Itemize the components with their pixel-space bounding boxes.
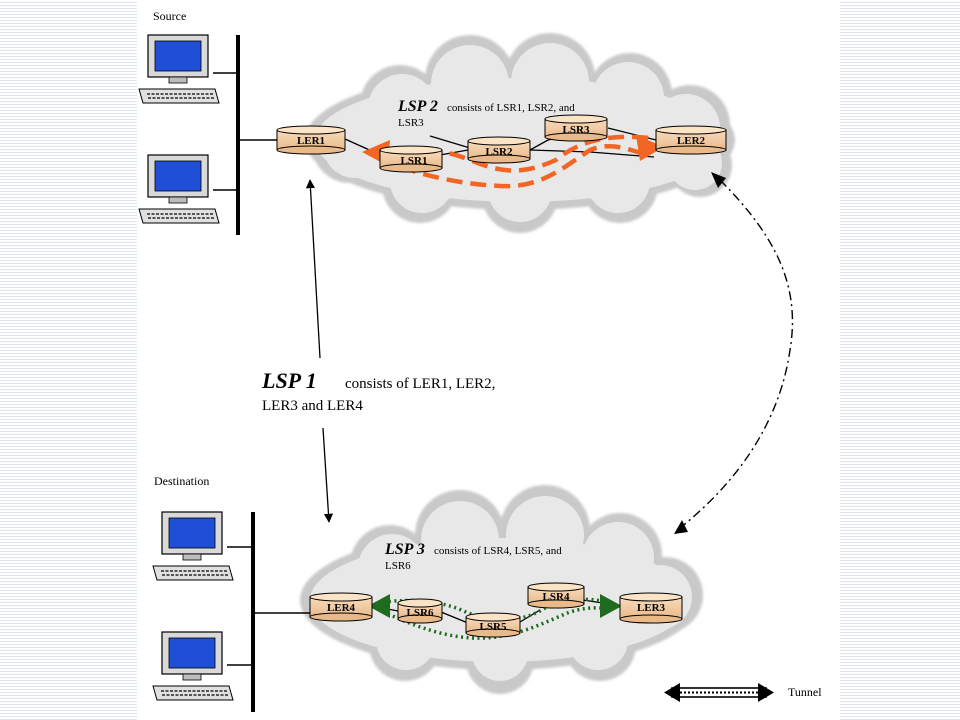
source-computer-1: [138, 34, 220, 104]
destination-label: Destination: [154, 474, 209, 488]
tunnel-legend: Tunnel: [664, 683, 822, 702]
tunnel-arrowhead-bottom: [674, 520, 688, 534]
router-lsr3-label: LSR3: [563, 124, 590, 136]
router-ler3-label: LER3: [637, 602, 666, 614]
bottom-cloud: [300, 485, 703, 694]
router-lsr1: LSR1: [379, 145, 443, 173]
lsp2-line2: LSR3: [398, 117, 424, 129]
router-lsr6: LSR6: [397, 598, 443, 624]
lsp3-arrowhead-right: [600, 594, 622, 618]
source-computer-2: [138, 154, 220, 224]
lsp3-arrowhead-left: [368, 594, 390, 618]
lsp2-arrowhead-right: [636, 135, 664, 161]
router-lsr2: LSR2: [467, 136, 531, 164]
router-ler1-label: LER1: [297, 135, 325, 147]
lsp1-line2: LER3 and LER4: [262, 398, 363, 414]
lsp2-line1: consists of LSR1, LSR2, and: [447, 102, 575, 114]
tunnel-arrowhead-top: [711, 172, 726, 188]
router-ler4-label: LER4: [327, 602, 356, 614]
lsp1-arrow-down: [322, 427, 334, 523]
router-ler2-label: LER2: [677, 135, 706, 147]
lsp3-line1: consists of LSR4, LSR5, and: [434, 545, 562, 557]
router-ler1: LER1: [276, 125, 346, 155]
router-lsr2-label: LSR2: [486, 146, 513, 158]
destination-lan: [227, 512, 310, 712]
lsp3-title: LSP 3: [384, 541, 425, 558]
router-lsr4: LSR4: [527, 582, 585, 609]
destination-computer-1: [152, 511, 234, 581]
router-lsr4-label: LSR4: [543, 591, 570, 603]
destination-computer-2: [152, 631, 234, 701]
lsp1-title: LSP 1: [261, 368, 317, 393]
router-lsr6-label: LSR6: [407, 607, 434, 619]
lsp2-title: LSP 2: [397, 98, 438, 115]
router-lsr5: LSR5: [465, 612, 521, 638]
source-label: Source: [153, 9, 186, 23]
router-lsr1-label: LSR1: [401, 155, 428, 167]
router-ler4: LER4: [309, 592, 373, 622]
lsp3-line2: LSR6: [385, 560, 411, 572]
router-lsr5-label: LSR5: [480, 621, 507, 633]
lsp1-line1: consists of LER1, LER2,: [345, 376, 495, 392]
router-ler2: LER2: [655, 125, 727, 155]
tunnel-label: Tunnel: [788, 685, 822, 699]
router-lsr3: LSR3: [544, 114, 608, 142]
lsp1-arrow-up: [305, 179, 321, 359]
router-ler3: LER3: [619, 592, 683, 624]
tunnel-arrow: [679, 179, 794, 529]
source-lan: [213, 35, 277, 235]
